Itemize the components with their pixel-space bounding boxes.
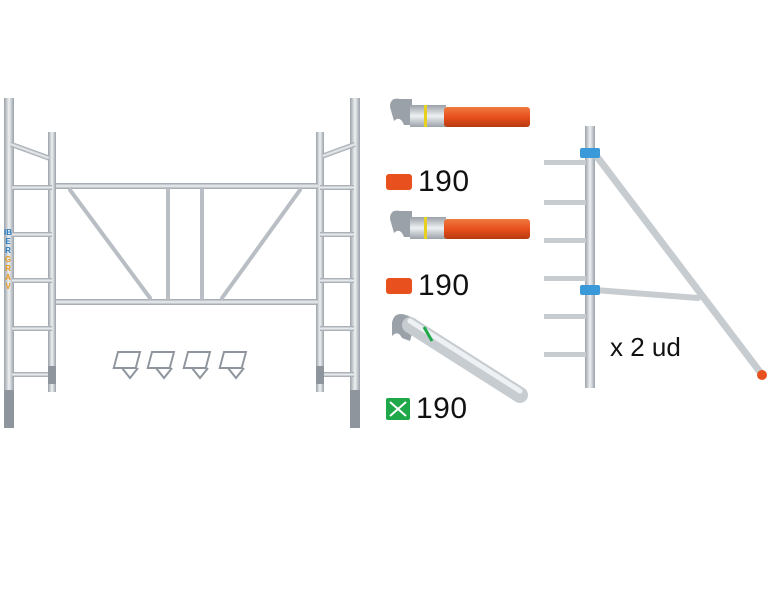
brand-name: IBER — [4, 228, 12, 255]
stabilizer-drawing — [544, 126, 767, 388]
orange-rail-2-label: 190 — [386, 269, 470, 303]
orange-rail-2-length: 190 — [418, 269, 470, 302]
orange-rail-1-label: 190 — [386, 165, 470, 199]
diagonal-bracing — [68, 187, 302, 301]
orange-swatch-icon — [386, 174, 412, 190]
orange-rail-1-length: 190 — [418, 165, 470, 198]
brace-swatch-icon — [386, 398, 410, 420]
scaffold-frame-panel: IBER GRAV — [0, 90, 380, 440]
brand-sub: GRAV — [4, 255, 12, 291]
horizontal-rails — [56, 183, 318, 305]
right-ladder-frame — [316, 98, 360, 428]
scaffold-frame-drawing — [4, 98, 360, 428]
frame-clips — [112, 351, 248, 380]
left-ladder-frame — [4, 98, 56, 428]
orange-swatch-icon — [386, 278, 412, 294]
stabilizer-panel: x 2 ud — [540, 110, 784, 400]
orange-rail-2-image — [390, 210, 530, 239]
diagonal-brace-image — [392, 314, 528, 403]
orange-rail-1-image — [390, 98, 530, 127]
diagonal-brace-length: 190 — [416, 392, 468, 425]
quantity-label: x 2 ud — [610, 332, 681, 362]
parts-panel: 190 190 190 — [380, 95, 530, 430]
brand-label: IBER GRAV — [4, 228, 12, 291]
parts-drawing — [390, 98, 530, 403]
diagonal-brace-label: 190 — [386, 392, 468, 426]
